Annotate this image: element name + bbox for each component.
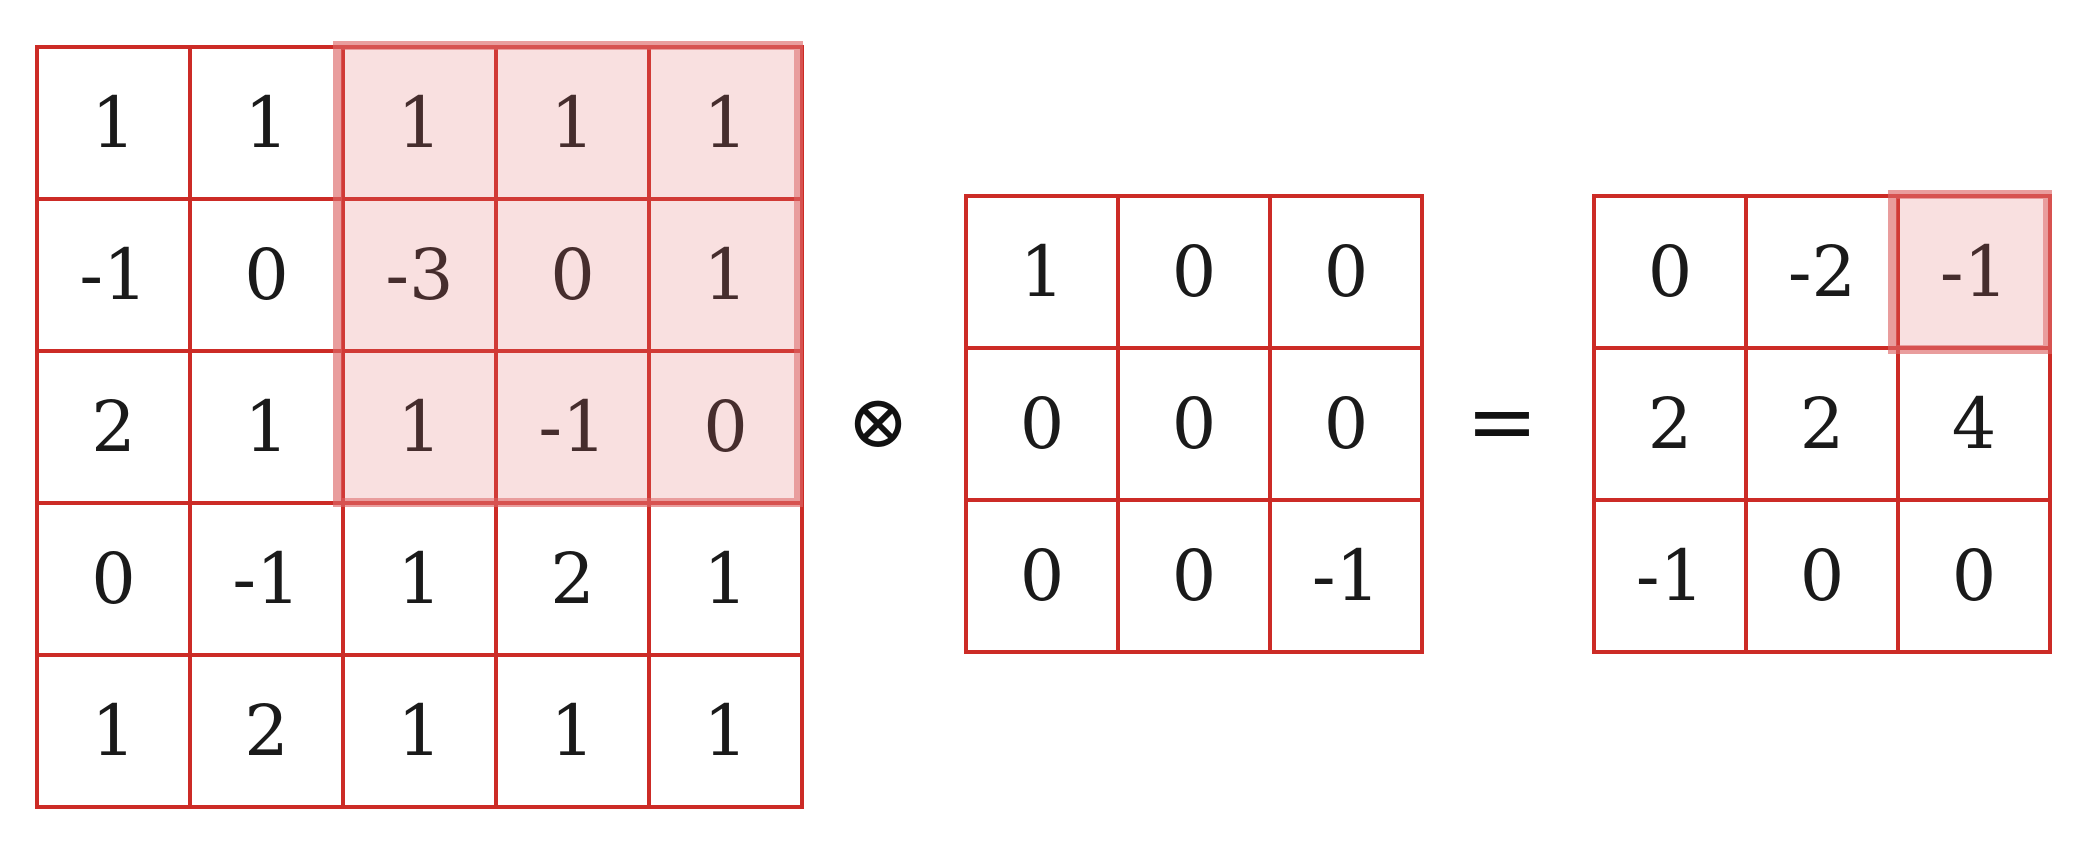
input-matrix: 1 1 1 1 1 -1 0 -3 0 1 2 1 1 -1 0 0 -1 1 …: [35, 45, 804, 809]
input-cell-r2c4: 0: [494, 197, 651, 353]
kernel-cell-r2c3: 0: [1268, 346, 1424, 502]
output-cell-r1c1: 0: [1592, 194, 1748, 350]
input-cell-r5c4: 1: [494, 653, 651, 809]
input-cell-r2c3: -3: [341, 197, 498, 353]
kernel-cell-r3c2: 0: [1116, 498, 1272, 654]
kernel-cell-r1c3: 0: [1268, 194, 1424, 350]
output-cell-r1c2: -2: [1744, 194, 1900, 350]
input-cell-r1c1: 1: [35, 45, 192, 201]
input-cell-r2c2: 0: [188, 197, 345, 353]
output-cell-r3c1: -1: [1592, 498, 1748, 654]
output-cell-r1c3: -1: [1896, 194, 2052, 350]
input-cell-r1c3: 1: [341, 45, 498, 201]
input-cell-r3c4: -1: [494, 349, 651, 505]
input-cell-r4c3: 1: [341, 501, 498, 657]
kernel-cell-r1c2: 0: [1116, 194, 1272, 350]
input-cell-r1c4: 1: [494, 45, 651, 201]
input-cell-r3c5: 0: [647, 349, 804, 505]
output-cell-r2c3: 4: [1896, 346, 2052, 502]
output-cell-r3c2: 0: [1744, 498, 1900, 654]
input-cell-r3c1: 2: [35, 349, 192, 505]
kernel-cell-r3c1: 0: [964, 498, 1120, 654]
input-cell-r3c2: 1: [188, 349, 345, 505]
input-cell-r5c5: 1: [647, 653, 804, 809]
kernel-cell-r2c2: 0: [1116, 346, 1272, 502]
input-cell-r4c4: 2: [494, 501, 651, 657]
input-cell-r1c5: 1: [647, 45, 804, 201]
kernel-cell-r3c3: -1: [1268, 498, 1424, 654]
kernel-cell-r1c1: 1: [964, 194, 1120, 350]
kernel-cell-r2c1: 0: [964, 346, 1120, 502]
input-cell-r4c1: 0: [35, 501, 192, 657]
output-matrix: 0 -2 -1 2 2 4 -1 0 0: [1592, 194, 2052, 654]
output-cell-r2c2: 2: [1744, 346, 1900, 502]
equals-operator-icon: =: [1465, 372, 1539, 472]
input-cell-r5c2: 2: [188, 653, 345, 809]
input-cell-r4c2: -1: [188, 501, 345, 657]
convolution-operator-icon: ⊗: [846, 379, 909, 465]
input-cell-r1c2: 1: [188, 45, 345, 201]
kernel-matrix: 1 0 0 0 0 0 0 0 -1: [964, 194, 1424, 654]
input-cell-r5c1: 1: [35, 653, 192, 809]
input-cell-r3c3: 1: [341, 349, 498, 505]
input-cell-r5c3: 1: [341, 653, 498, 809]
input-cell-r4c5: 1: [647, 501, 804, 657]
input-cell-r2c1: -1: [35, 197, 192, 353]
output-cell-r3c3: 0: [1896, 498, 2052, 654]
input-cell-r2c5: 1: [647, 197, 804, 353]
output-cell-r2c1: 2: [1592, 346, 1748, 502]
